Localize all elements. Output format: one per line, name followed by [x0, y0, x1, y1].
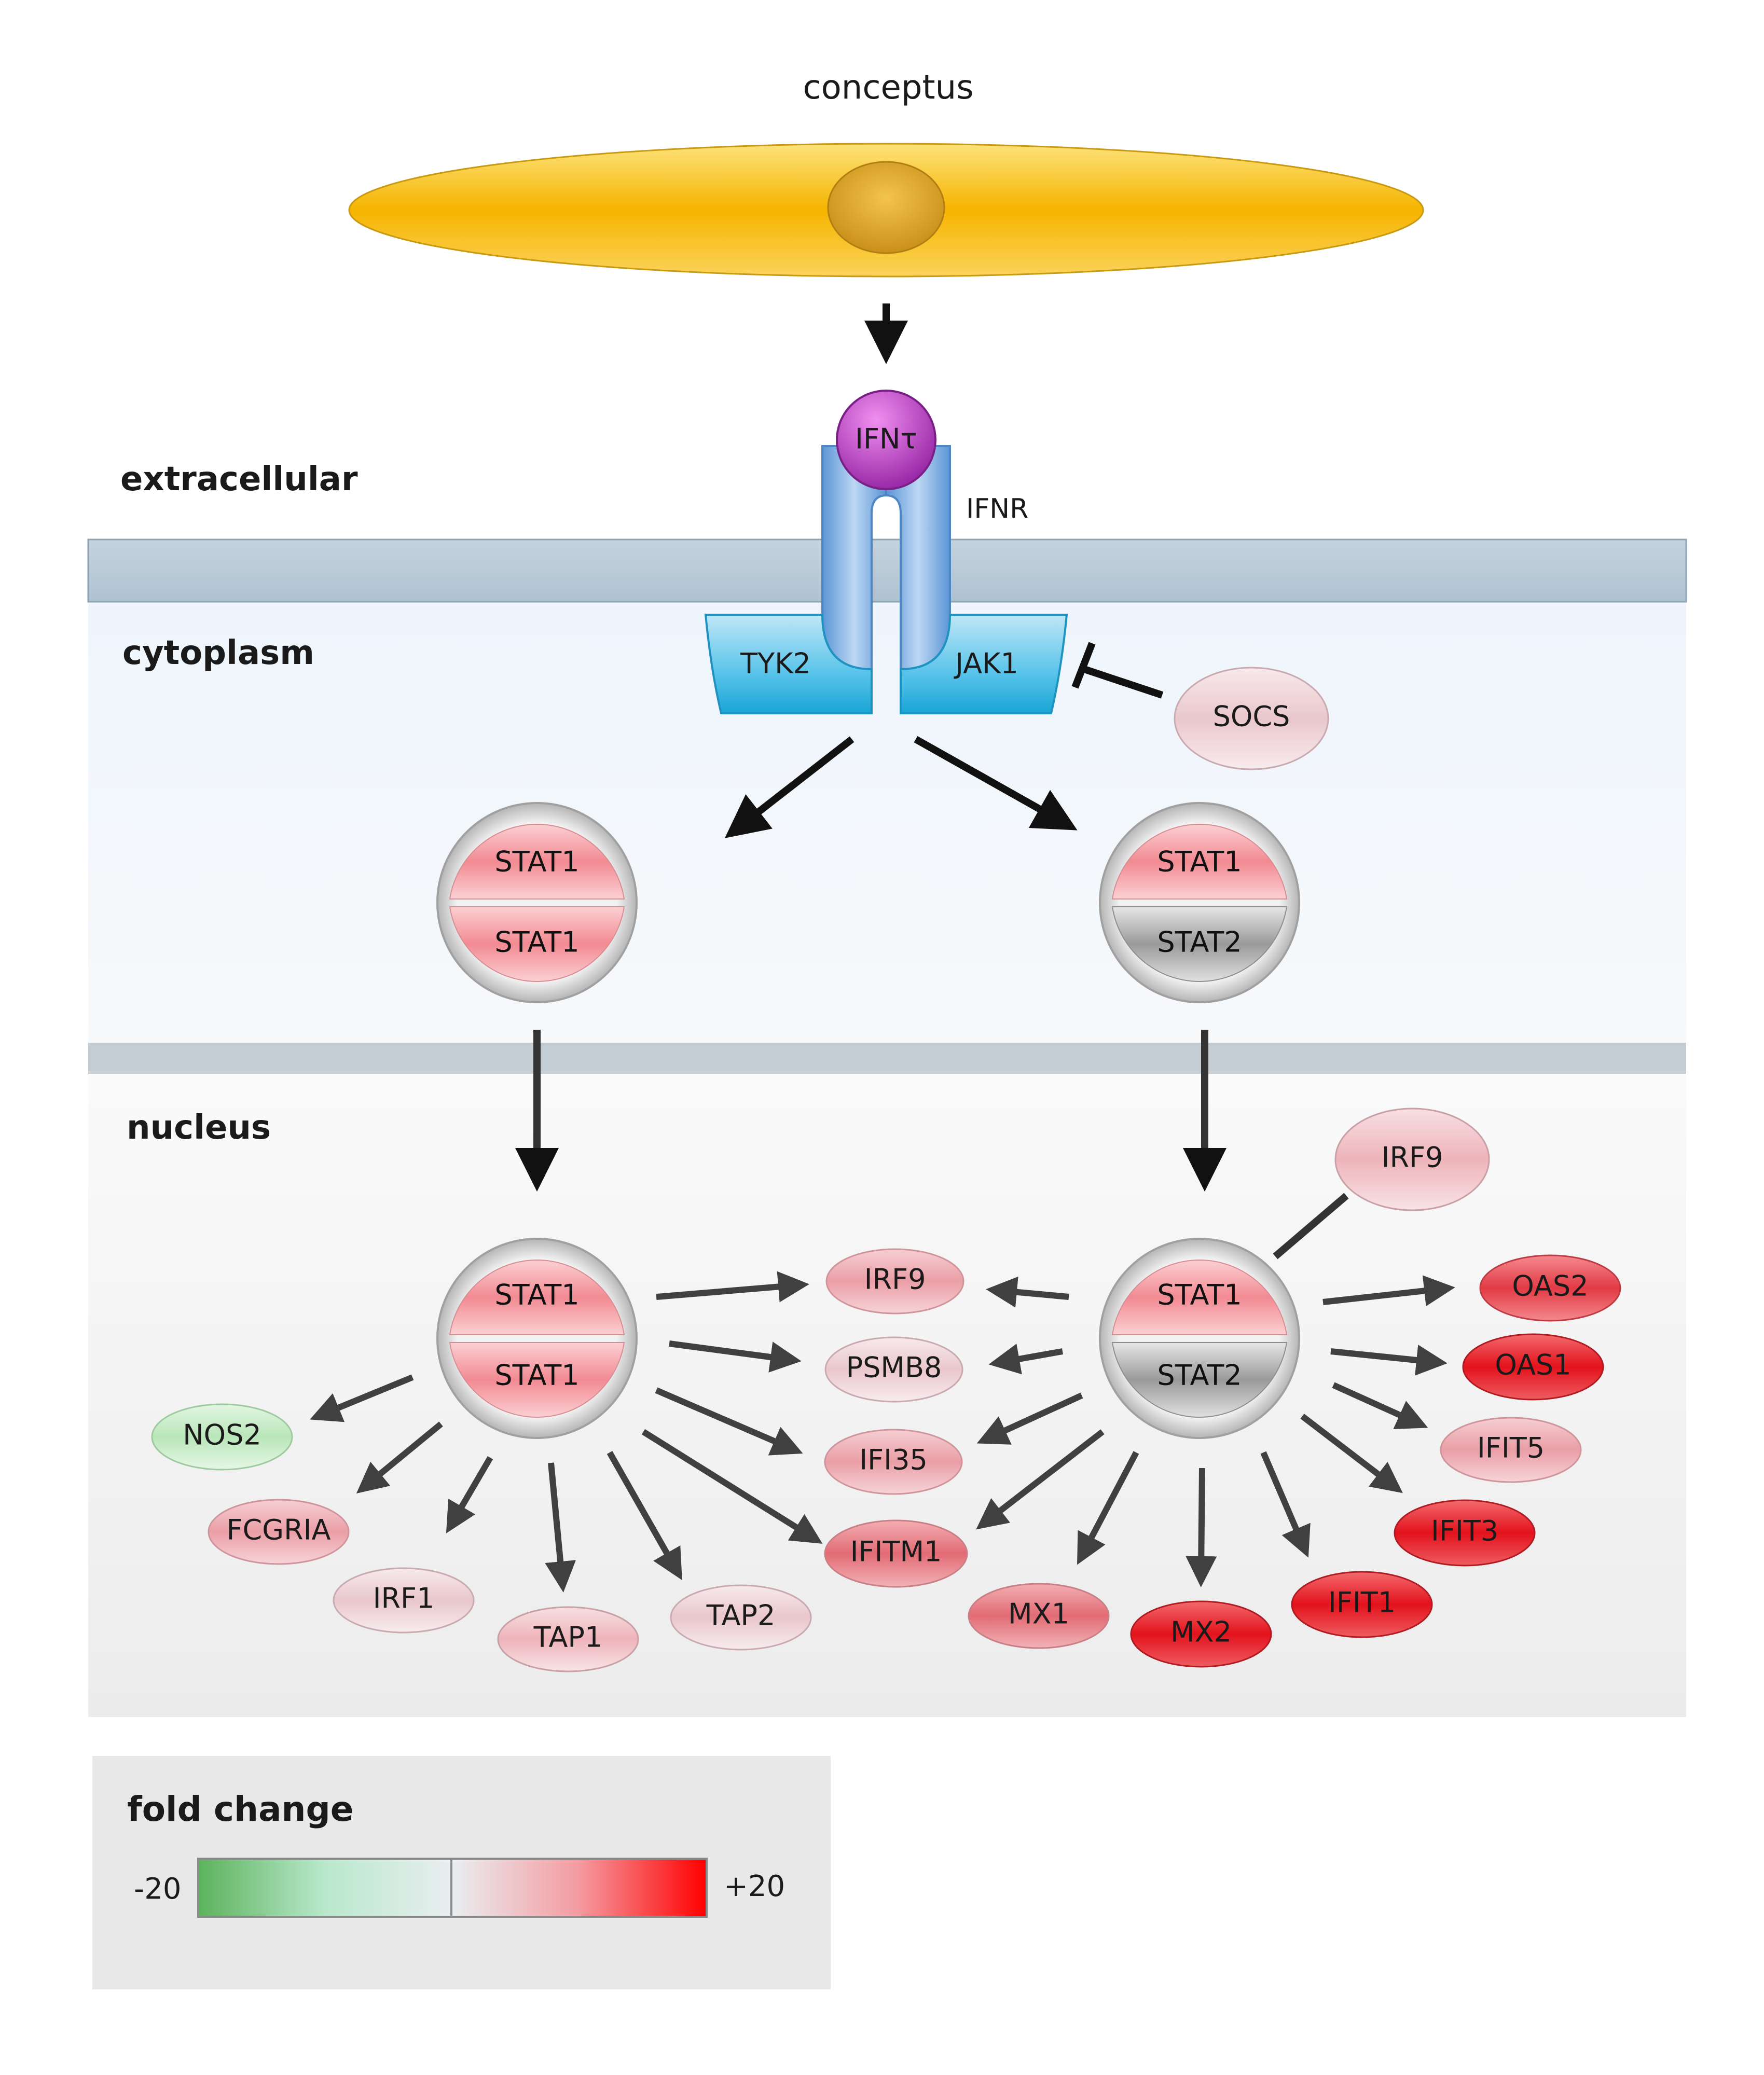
- label-ifit1: IFIT1: [1328, 1586, 1396, 1619]
- gene-irf9-top: [1334, 1108, 1490, 1211]
- gene-irf1: [333, 1567, 475, 1634]
- label-tyk2: TYK2: [740, 647, 811, 680]
- legend-min-label: -20: [134, 1872, 181, 1906]
- label-mx2: MX2: [1170, 1616, 1232, 1649]
- label-nucleus: nucleus: [127, 1109, 271, 1147]
- stat1-stat2-complex-nucleus: [1099, 1238, 1300, 1439]
- cytoplasm-region: [88, 602, 1686, 1043]
- jak1-kinase: [900, 614, 1068, 714]
- gene-fcgria: [208, 1499, 350, 1565]
- label-stat1-top-cyto-left: STAT1: [494, 846, 579, 878]
- ifnr-receptor: [821, 445, 951, 670]
- stat1-stat1-complex-nucleus: [436, 1238, 638, 1439]
- socs-inhibition-bar: [1071, 642, 1096, 689]
- gene-oas1: [1462, 1333, 1604, 1401]
- label-ifit3: IFIT3: [1431, 1515, 1498, 1547]
- gene-irf9: [825, 1248, 964, 1315]
- conceptus-nucleus: [827, 161, 945, 254]
- gene-nos2: [151, 1403, 293, 1471]
- label-oas2: OAS2: [1512, 1270, 1588, 1303]
- label-socs: SOCS: [1213, 700, 1290, 733]
- label-ifit5: IFIT5: [1477, 1432, 1545, 1464]
- label-tap1: TAP1: [533, 1621, 603, 1654]
- label-jak1: JAK1: [954, 647, 1018, 680]
- gene-psmb8: [824, 1336, 963, 1403]
- gene-mx2: [1130, 1600, 1272, 1668]
- label-psmb8: PSMB8: [846, 1351, 942, 1384]
- gene-tap2: [670, 1584, 812, 1651]
- label-stat1-bottom-nuc-left: STAT1: [494, 1359, 579, 1392]
- gene-ifi35: [824, 1429, 963, 1495]
- label-stat1-top-nuc-right: STAT1: [1157, 1279, 1242, 1311]
- arrow-receptor-to-stat1-stat2: [914, 736, 1078, 831]
- stat1-stat1-complex-cytoplasm: [436, 802, 638, 1003]
- gene-oas2: [1479, 1254, 1621, 1322]
- label-nos2: NOS2: [183, 1419, 261, 1451]
- gene-mx1: [968, 1583, 1110, 1649]
- label-irf9: IRF9: [864, 1263, 926, 1296]
- legend-max-label: +20: [724, 1870, 785, 1903]
- gene-ifitm1: [824, 1519, 968, 1588]
- label-fcgria: FCGRIA: [227, 1514, 331, 1546]
- label-tap2: TAP2: [706, 1599, 776, 1632]
- label-cytoplasm: cytoplasm: [122, 634, 314, 672]
- gene-ifit1: [1291, 1571, 1433, 1638]
- plasma-membrane: [87, 538, 1687, 603]
- irf9-binding-line: [1273, 1193, 1349, 1260]
- tyk2-kinase: [704, 614, 873, 714]
- socs-inhibition-line: [1083, 666, 1164, 699]
- label-irf9-top: IRF9: [1382, 1141, 1443, 1174]
- label-extracellular: extracellular: [120, 460, 358, 499]
- ifn-tau-ligand: [836, 390, 936, 490]
- label-stat2-bottom-nuc-right: STAT2: [1157, 1359, 1242, 1392]
- label-stat1-top-nuc-left: STAT1: [494, 1279, 579, 1311]
- gene-socs: [1174, 667, 1329, 770]
- label-stat1-bottom-cyto-left: STAT1: [494, 926, 579, 959]
- label-ifi35: IFI35: [859, 1444, 928, 1476]
- target-gene-arrows: [310, 1271, 1455, 1593]
- label-ifnr: IFNR: [966, 493, 1028, 524]
- gene-tap1: [497, 1606, 639, 1672]
- label-mx1: MX1: [1008, 1598, 1069, 1630]
- label-stat2-bottom-cyto-right: STAT2: [1157, 926, 1242, 959]
- label-conceptus: conceptus: [803, 68, 973, 107]
- nuclear-envelope: [88, 1043, 1686, 1074]
- gene-ifit5: [1440, 1417, 1582, 1483]
- legend-title: fold change: [127, 1789, 354, 1829]
- label-stat1-top-cyto-right: STAT1: [1157, 846, 1242, 878]
- label-oas1: OAS1: [1495, 1349, 1571, 1381]
- stat1-stat2-complex-cytoplasm: [1099, 802, 1300, 1003]
- label-ifitm1: IFITM1: [850, 1536, 942, 1568]
- label-irf1: IRF1: [373, 1582, 435, 1615]
- arrow-receptor-to-stat1-stat1: [724, 736, 855, 838]
- label-ifn-tau: IFNτ: [855, 423, 917, 455]
- gene-ifit3: [1394, 1499, 1536, 1567]
